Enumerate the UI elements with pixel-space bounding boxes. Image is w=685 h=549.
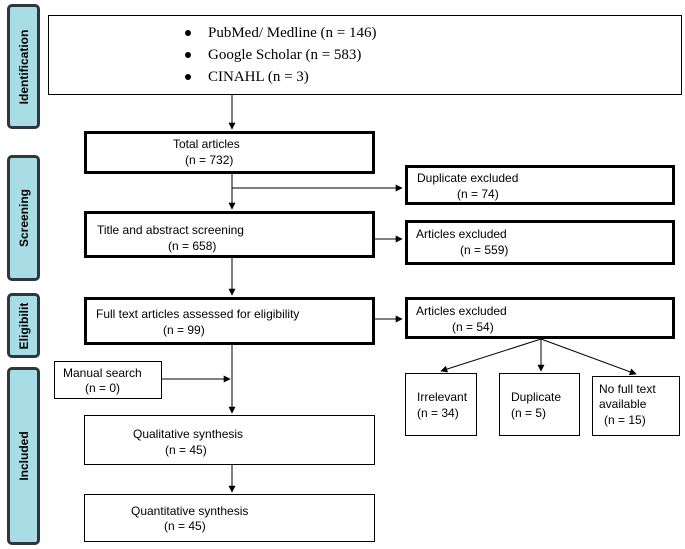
duplicate-excluded-count: (n = 74) [457, 187, 499, 201]
arrow-excluded-to-no-full-text [540, 338, 637, 376]
source-item: PubMed/ Medline (n = 146) [185, 22, 376, 44]
no-full-text-box [592, 376, 680, 436]
irrelevant-box [405, 373, 477, 436]
manual-search-count: (n = 0) [85, 381, 121, 395]
full-text-title: Full text articles assessed for eligibil… [96, 307, 300, 321]
no-full-text-line1: No full text [599, 382, 656, 396]
arrow-excluded-to-irrelevant [440, 338, 542, 373]
duplicate-excluded-title: Duplicate excluded [417, 171, 519, 185]
duplicate-box [499, 373, 580, 436]
bullet-icon [185, 30, 191, 36]
total-articles-count: (n = 732) [185, 153, 234, 167]
title-abstract-title: Title and abstract screening [97, 223, 244, 237]
title-abstract-count: (n = 658) [168, 239, 217, 253]
irrelevant-count: (n = 34) [417, 406, 459, 420]
phase-identification: Identification [7, 4, 40, 129]
source-item: Google Scholar (n = 583) [185, 44, 376, 66]
screening-excluded-box [405, 220, 675, 265]
full-text-excluded-box [405, 297, 675, 339]
qualitative-title: Qualitative synthesis [133, 427, 244, 441]
phase-screening: Screening [7, 155, 40, 281]
source-item: CINAHL (n = 3) [185, 66, 376, 88]
bullet-icon [185, 52, 191, 58]
total-articles-title: Total articles [173, 137, 240, 151]
qualitative-count: (n = 45) [165, 443, 207, 457]
full-text-box [84, 297, 375, 345]
qualitative-box [84, 415, 375, 465]
phase-included: Included [7, 367, 40, 545]
sources-list: PubMed/ Medline (n = 146) Google Scholar… [185, 22, 376, 88]
screening-excluded-count: (n = 559) [460, 243, 509, 257]
full-text-excluded-title: Articles excluded [416, 304, 507, 318]
bullet-icon [185, 74, 191, 80]
title-abstract-box [84, 211, 375, 258]
screening-excluded-title: Articles excluded [416, 227, 507, 241]
no-full-text-count: (n = 15) [604, 413, 646, 427]
duplicate-title: Duplicate [511, 390, 562, 404]
full-text-count: (n = 99) [163, 323, 205, 337]
full-text-excluded-count: (n = 54) [452, 320, 494, 334]
sources-box [48, 15, 682, 95]
irrelevant-title: Irrelevant [417, 390, 468, 404]
duplicate-count: (n = 5) [511, 406, 547, 420]
quantitative-count: (n = 45) [164, 519, 206, 533]
manual-search-box [54, 361, 162, 399]
no-full-text-line2: available [599, 397, 647, 411]
quantitative-box [84, 494, 375, 542]
total-articles-box [84, 131, 375, 174]
duplicate-excluded-box [405, 165, 675, 205]
manual-search-title: Manual search [63, 366, 142, 380]
phase-eligibility: Eligibilit [7, 293, 40, 358]
quantitative-title: Quantitative synthesis [131, 504, 249, 518]
